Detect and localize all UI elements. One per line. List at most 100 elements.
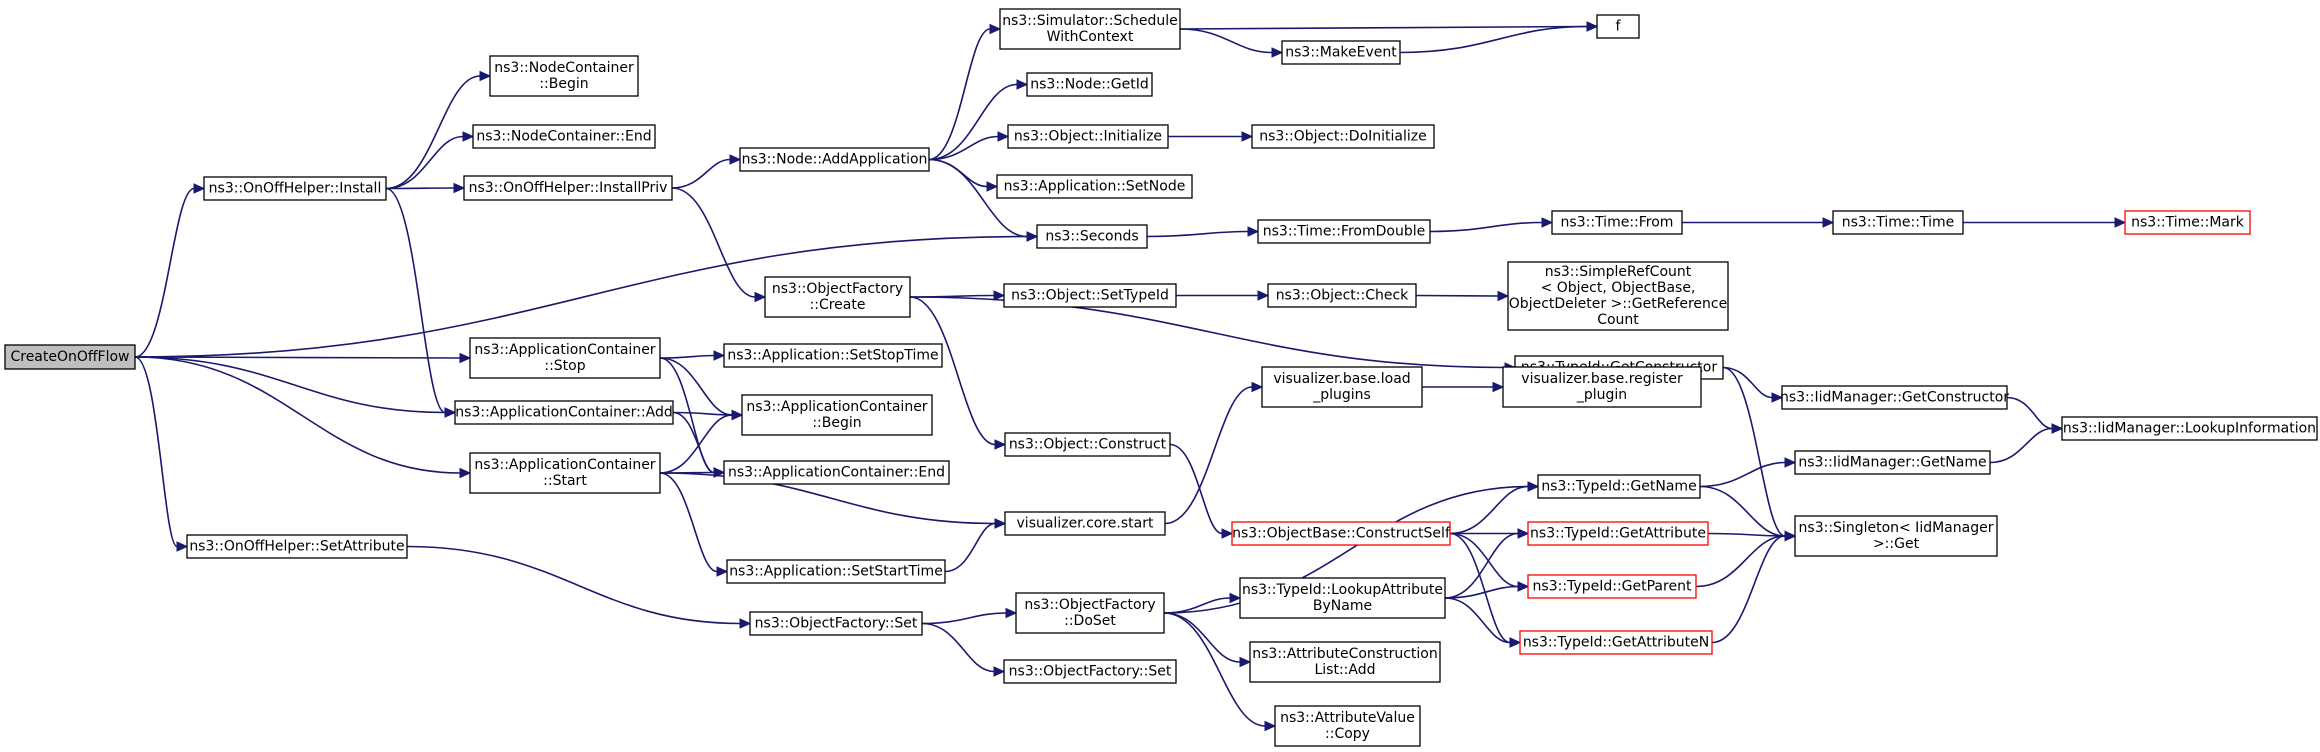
node-vizLoad[interactable]: visualizer.base.load_plugins xyxy=(1261,366,1423,408)
node-box xyxy=(1781,385,2008,410)
node-ofSet2[interactable]: ns3::ObjectFactory::Set xyxy=(1003,659,1177,684)
edge-vizLoad-to-vizRegister xyxy=(1421,381,1505,393)
node-setStopTime[interactable]: ns3::Application::SetStopTime xyxy=(723,343,943,368)
node-label: ns3::Object::DoInitialize xyxy=(1259,129,1426,145)
node-ofDoSet[interactable]: ns3::ObjectFactory::DoSet xyxy=(1015,592,1165,634)
node-attrValCopy[interactable]: ns3::AttributeValue::Copy xyxy=(1274,705,1421,747)
node-box xyxy=(1004,432,1171,457)
node-label: ::Stop xyxy=(544,358,585,374)
node-label: ns3::ApplicationContainer xyxy=(474,342,655,358)
node-acStop[interactable]: ns3::ApplicationContainer::Stop xyxy=(469,337,661,379)
edge-addApp-to-seconds xyxy=(928,158,1039,242)
node-singletonGet[interactable]: ns3::Singleton< IidManager>::Get xyxy=(1794,515,1998,557)
node-ncBegin[interactable]: ns3::NodeContainer::Begin xyxy=(489,55,639,97)
node-getAttr[interactable]: ns3::TypeId::GetAttribute xyxy=(1527,521,1709,546)
node-setTypeId[interactable]: ns3::Object::SetTypeId xyxy=(1003,283,1177,308)
edge-ofDoSet-to-typeGetName xyxy=(1163,481,1540,614)
node-addApp[interactable]: ns3::Node::AddApplication xyxy=(739,147,930,172)
node-timeMark[interactable]: ns3::Time::Mark xyxy=(2124,210,2251,235)
node-doInit[interactable]: ns3::Object::DoInitialize xyxy=(1251,124,1435,149)
edge-create-to-acStart xyxy=(134,356,472,479)
node-constructSelf[interactable]: ns3::ObjectBase::ConstructSelf xyxy=(1231,521,1451,546)
node-vizStart[interactable]: visualizer.core.start xyxy=(1004,511,1166,536)
node-timeFrom[interactable]: ns3::Time::From xyxy=(1551,210,1683,235)
node-vizRegister[interactable]: visualizer.base.register_plugin xyxy=(1502,366,1702,408)
edge-getAttrN-to-singletonGet xyxy=(1711,530,1797,644)
node-ohSetAttr[interactable]: ns3::OnOffHelper::SetAttribute xyxy=(186,534,408,559)
edge-addApp-to-schedCtx xyxy=(928,23,1002,161)
node-acStart[interactable]: ns3::ApplicationContainer::Start xyxy=(469,452,661,494)
node-label: _plugin xyxy=(1576,387,1627,403)
node-acAdd[interactable]: ns3::ApplicationContainer::Add xyxy=(454,400,674,425)
node-label: ns3::Time::From xyxy=(1561,215,1674,231)
edge-objInit-to-doInit xyxy=(1168,131,1254,142)
node-label: ns3::Singleton< IidManager xyxy=(1799,520,1994,536)
node-seconds[interactable]: ns3::Seconds xyxy=(1036,224,1148,249)
node-ncEnd[interactable]: ns3::NodeContainer::End xyxy=(472,124,656,149)
edge-setStartTime-to-vizStart xyxy=(944,518,1007,573)
node-getParent[interactable]: ns3::TypeId::GetParent xyxy=(1527,574,1697,599)
edge-setTypeId-to-objCheck xyxy=(1176,290,1270,301)
node-objConstruct[interactable]: ns3::Object::Construct xyxy=(1004,432,1171,457)
node-box xyxy=(186,534,408,559)
node-label: ns3::Object::Initialize xyxy=(1014,129,1162,145)
node-ofSet[interactable]: ns3::ObjectFactory::Set xyxy=(749,611,923,636)
node-ofCreate[interactable]: ns3::ObjectFactory::Create xyxy=(764,276,911,318)
node-box xyxy=(1003,659,1177,684)
node-label: f xyxy=(1616,19,1622,35)
edge-vizStart-to-vizLoad xyxy=(1164,381,1264,525)
node-installPriv[interactable]: ns3::OnOffHelper::InstallPriv xyxy=(463,175,673,201)
node-makeEvent[interactable]: ns3::MakeEvent xyxy=(1281,40,1401,65)
node-setNode[interactable]: ns3::Application::SetNode xyxy=(996,174,1193,199)
node-iidGetName[interactable]: ns3::IidManager::GetName xyxy=(1794,450,1991,475)
node-setStartTime[interactable]: ns3::Application::SetStartTime xyxy=(726,559,946,584)
nodes-layer: CreateOnOffFlow ns3::OnOffHelper::Install… xyxy=(4,8,2318,747)
edge-lookupAttr-to-getAttr xyxy=(1444,528,1530,599)
edge-installPriv-to-addApp xyxy=(671,154,742,189)
edge-ofCreate-to-getCtor xyxy=(909,296,1517,373)
node-f[interactable]: f xyxy=(1596,14,1640,39)
node-box xyxy=(1003,283,1177,308)
node-box xyxy=(996,174,1193,199)
node-refCount[interactable]: ns3::SimpleRefCount< Object, ObjectBase,… xyxy=(1507,261,1729,331)
node-getId[interactable]: ns3::Node::GetId xyxy=(1026,72,1153,97)
node-box xyxy=(454,400,674,425)
node-typeGetName[interactable]: ns3::TypeId::GetName xyxy=(1537,474,1701,499)
node-acBegin[interactable]: ns3::ApplicationContainer::Begin xyxy=(741,394,933,436)
node-getAttrN[interactable]: ns3::TypeId::GetAttributeN xyxy=(1519,630,1713,655)
node-iidGetCtor[interactable]: ns3::IidManager::GetConstructor xyxy=(1780,385,2009,410)
node-label: ::Begin xyxy=(812,415,861,431)
edge-ofDoSet-to-attrConstAdd xyxy=(1163,612,1252,668)
node-label: ns3::Application::SetStartTime xyxy=(729,564,943,580)
node-create[interactable]: CreateOnOffFlow xyxy=(4,344,136,370)
node-label: ns3::NodeContainer::End xyxy=(476,129,651,145)
node-box xyxy=(1251,124,1435,149)
node-lookupInfo[interactable]: ns3::IidManager::LookupInformation xyxy=(2061,416,2318,441)
node-box xyxy=(723,460,950,485)
node-objCheck[interactable]: ns3::Object::Check xyxy=(1267,283,1417,308)
edge-ohInstall-to-installPriv xyxy=(385,182,466,194)
node-label: Count xyxy=(1597,312,1639,328)
node-label: < Object, ObjectBase, xyxy=(1541,280,1696,296)
node-box xyxy=(739,147,930,172)
node-objInit[interactable]: ns3::Object::Initialize xyxy=(1007,124,1169,149)
node-fromDouble[interactable]: ns3::Time::FromDouble xyxy=(1257,219,1431,244)
edge-constructSelf-to-getAttrN xyxy=(1449,532,1522,648)
node-timeTime[interactable]: ns3::Time::Time xyxy=(1832,210,1964,235)
node-acEnd[interactable]: ns3::ApplicationContainer::End xyxy=(723,460,950,485)
edge-ohInstall-to-acAdd xyxy=(385,187,457,418)
node-ohInstall[interactable]: ns3::OnOffHelper::Install xyxy=(203,176,387,201)
node-label: ns3::IidManager::GetConstructor xyxy=(1780,390,2009,406)
edge-lookupAttr-to-getParent xyxy=(1444,581,1530,599)
node-label: ns3::Node::GetId xyxy=(1030,77,1148,93)
node-box xyxy=(1026,72,1153,97)
node-label: ns3::ObjectFactory xyxy=(1024,597,1155,613)
edge-ofDoSet-to-attrValCopy xyxy=(1163,612,1277,732)
node-label: ns3::ApplicationContainer xyxy=(746,399,927,415)
node-box xyxy=(1239,577,1446,619)
node-label: ns3::SimpleRefCount xyxy=(1545,264,1692,280)
edge-ofSet-to-ofDoSet xyxy=(921,607,1018,625)
